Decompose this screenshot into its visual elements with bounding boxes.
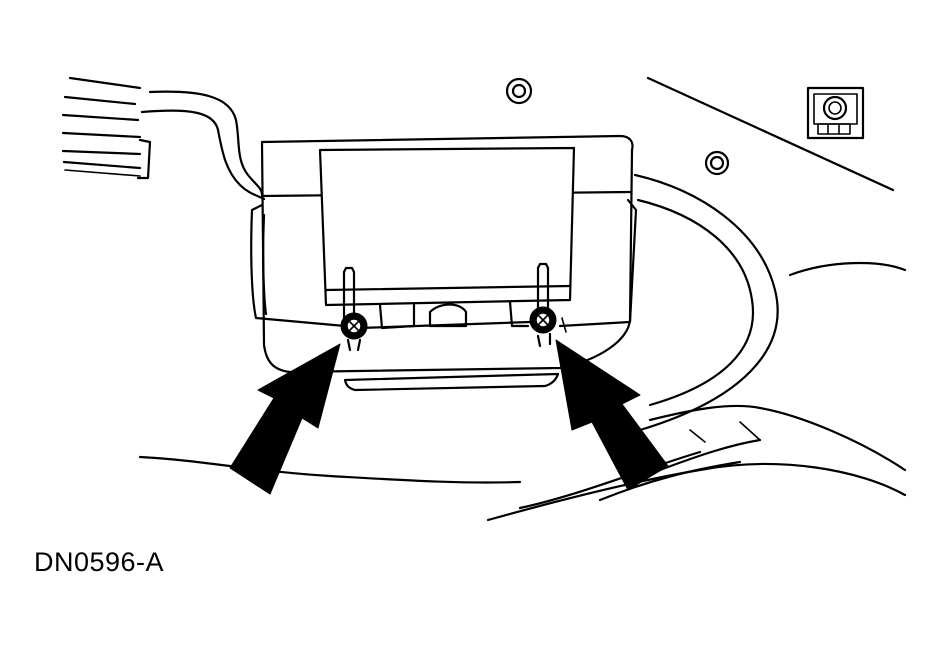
figure-code: DN0596-A [34, 547, 165, 577]
sensor-connector-icon [806, 86, 865, 140]
fastener-screw-left [340, 312, 368, 352]
arrow-left-icon [229, 343, 341, 495]
fastener-screw-right [529, 306, 567, 348]
retaining-bracket [250, 198, 638, 330]
grommet-holes [505, 77, 730, 176]
roof-panel-right [138, 76, 907, 522]
trim-panel-left [61, 76, 152, 180]
console-housing [260, 134, 634, 392]
arrow-right-icon [555, 339, 669, 491]
wire-harness [140, 90, 266, 201]
